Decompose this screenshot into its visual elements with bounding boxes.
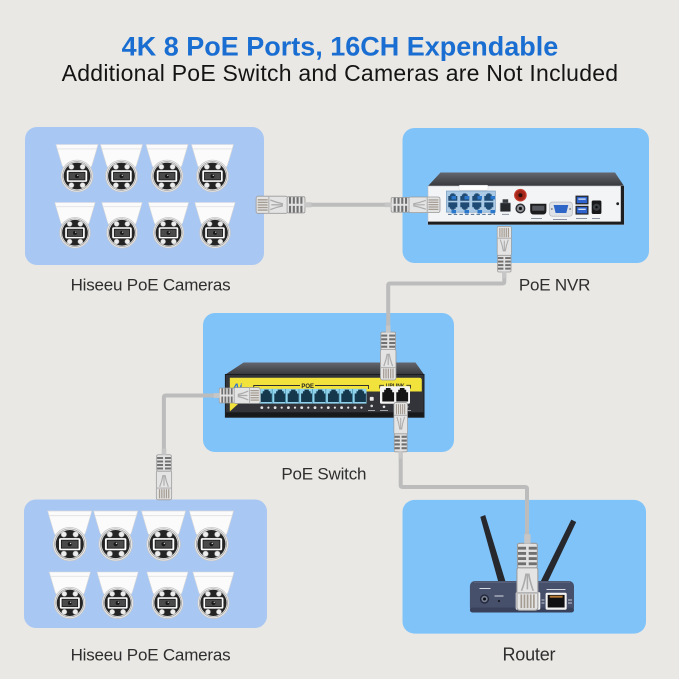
svg-text:PoE NVR: PoE NVR bbox=[519, 276, 590, 295]
svg-text:4K 8 PoE Ports, 16CH Expendabl: 4K 8 PoE Ports, 16CH Expendable bbox=[122, 31, 559, 61]
svg-text:POE: POE bbox=[301, 384, 314, 390]
svg-text:Hiseeu PoE Cameras: Hiseeu PoE Cameras bbox=[71, 645, 231, 664]
svg-text:Router: Router bbox=[502, 644, 555, 664]
svg-text:PoE Switch: PoE Switch bbox=[281, 464, 366, 483]
svg-text:Additional PoE Switch and Came: Additional PoE Switch and Cameras are No… bbox=[62, 60, 619, 86]
svg-text:Hiseeu PoE Cameras: Hiseeu PoE Cameras bbox=[71, 276, 231, 295]
